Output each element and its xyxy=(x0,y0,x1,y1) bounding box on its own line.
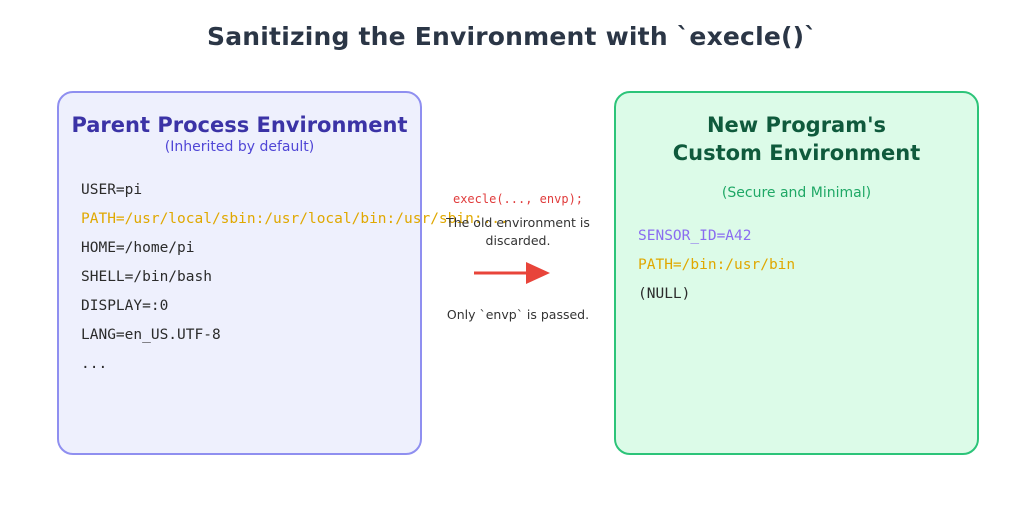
parent-env-list: USER=pi PATH=/usr/local/sbin:/usr/local/… xyxy=(81,179,509,382)
env-var-sensor-id: SENSOR_ID=A42 xyxy=(638,228,752,244)
new-box-title: New Program's Custom Environment xyxy=(616,111,977,167)
env-var-home: HOME=/home/pi xyxy=(81,240,195,256)
diagram-title: Sanitizing the Environment with `execle(… xyxy=(207,22,817,51)
new-box-title-line1: New Program's xyxy=(706,113,887,137)
parent-box-subtitle: (Inherited by default) xyxy=(164,139,315,155)
env-var-lang: LANG=en_US.UTF-8 xyxy=(81,327,221,343)
parent-box-title: Parent Process Environment xyxy=(71,113,408,137)
right-arrow-icon xyxy=(474,262,550,284)
envp-note: Only `envp` is passed. xyxy=(446,307,590,322)
arrow-head xyxy=(526,262,550,284)
parent-environment-box: Parent Process Environment (Inherited by… xyxy=(57,91,509,455)
new-box-title-line2: Custom Environment xyxy=(672,141,921,165)
new-box-subtitle: (Secure and Minimal) xyxy=(721,185,872,201)
env-var-path: PATH=/usr/local/sbin:/usr/local/bin:/usr… xyxy=(81,211,509,227)
new-env-list: SENSOR_ID=A42 PATH=/bin:/usr/bin (NULL) xyxy=(638,225,938,312)
discard-description: The old environment is discarded. xyxy=(446,215,590,248)
env-var-new-path: PATH=/bin:/usr/bin xyxy=(638,257,796,273)
env-var-ellipsis: ... xyxy=(81,356,108,372)
env-var-display: DISPLAY=:0 xyxy=(81,298,169,314)
env-null-terminator: (NULL) xyxy=(638,286,691,302)
execle-call-label: execle(..., envp); xyxy=(452,192,584,206)
env-var-user: USER=pi xyxy=(81,182,143,198)
env-var-shell: SHELL=/bin/bash xyxy=(81,269,212,285)
new-environment-box: New Program's Custom Environment (Secure… xyxy=(614,91,979,455)
